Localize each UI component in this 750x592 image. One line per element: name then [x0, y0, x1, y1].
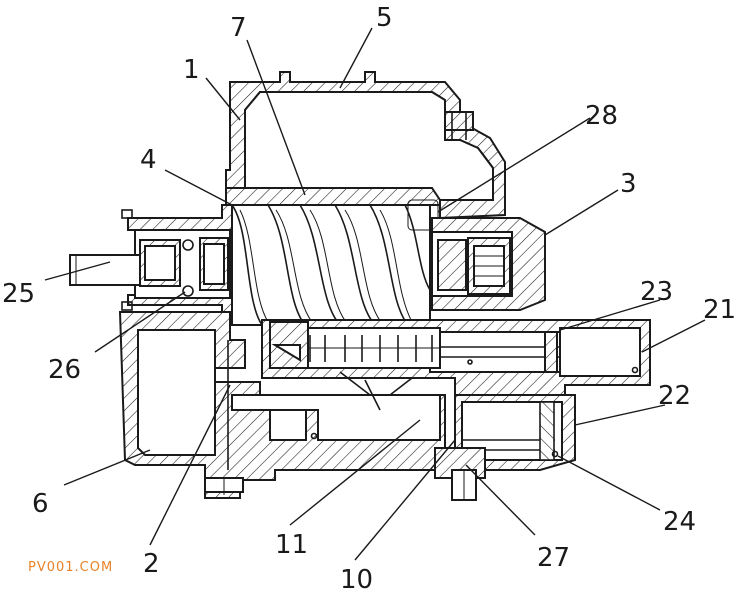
- slide-valve-springs: [299, 327, 441, 369]
- label-7: 7: [230, 13, 247, 43]
- label-6: 6: [32, 489, 49, 519]
- part-number-labels: 1 2 3 4 5 6 7 10 11 21 22 23 24 25 26 27…: [2, 3, 736, 592]
- label-28: 28: [585, 101, 618, 131]
- label-10: 10: [340, 565, 373, 592]
- right-bearing-housing: [431, 217, 546, 311]
- label-25: 25: [2, 279, 35, 309]
- upper-casing: [225, 71, 506, 220]
- label-1: 1: [183, 55, 200, 85]
- label-2: 2: [143, 549, 160, 579]
- label-4: 4: [140, 145, 157, 175]
- screw-rotor: [231, 199, 439, 326]
- leader-lines: [44, 27, 706, 561]
- label-5: 5: [376, 3, 393, 33]
- label-21: 21: [703, 295, 736, 325]
- label-27: 27: [537, 543, 570, 573]
- label-22: 22: [658, 381, 691, 411]
- watermark-text: PV001.COM: [28, 560, 113, 575]
- label-11: 11: [275, 530, 308, 560]
- label-23: 23: [640, 277, 673, 307]
- lower-housing: [118, 311, 486, 501]
- left-bearing-assembly: [69, 204, 233, 326]
- label-24: 24: [663, 507, 696, 537]
- label-3: 3: [620, 169, 637, 199]
- label-26: 26: [48, 355, 81, 385]
- slide-valve-section: [261, 319, 651, 396]
